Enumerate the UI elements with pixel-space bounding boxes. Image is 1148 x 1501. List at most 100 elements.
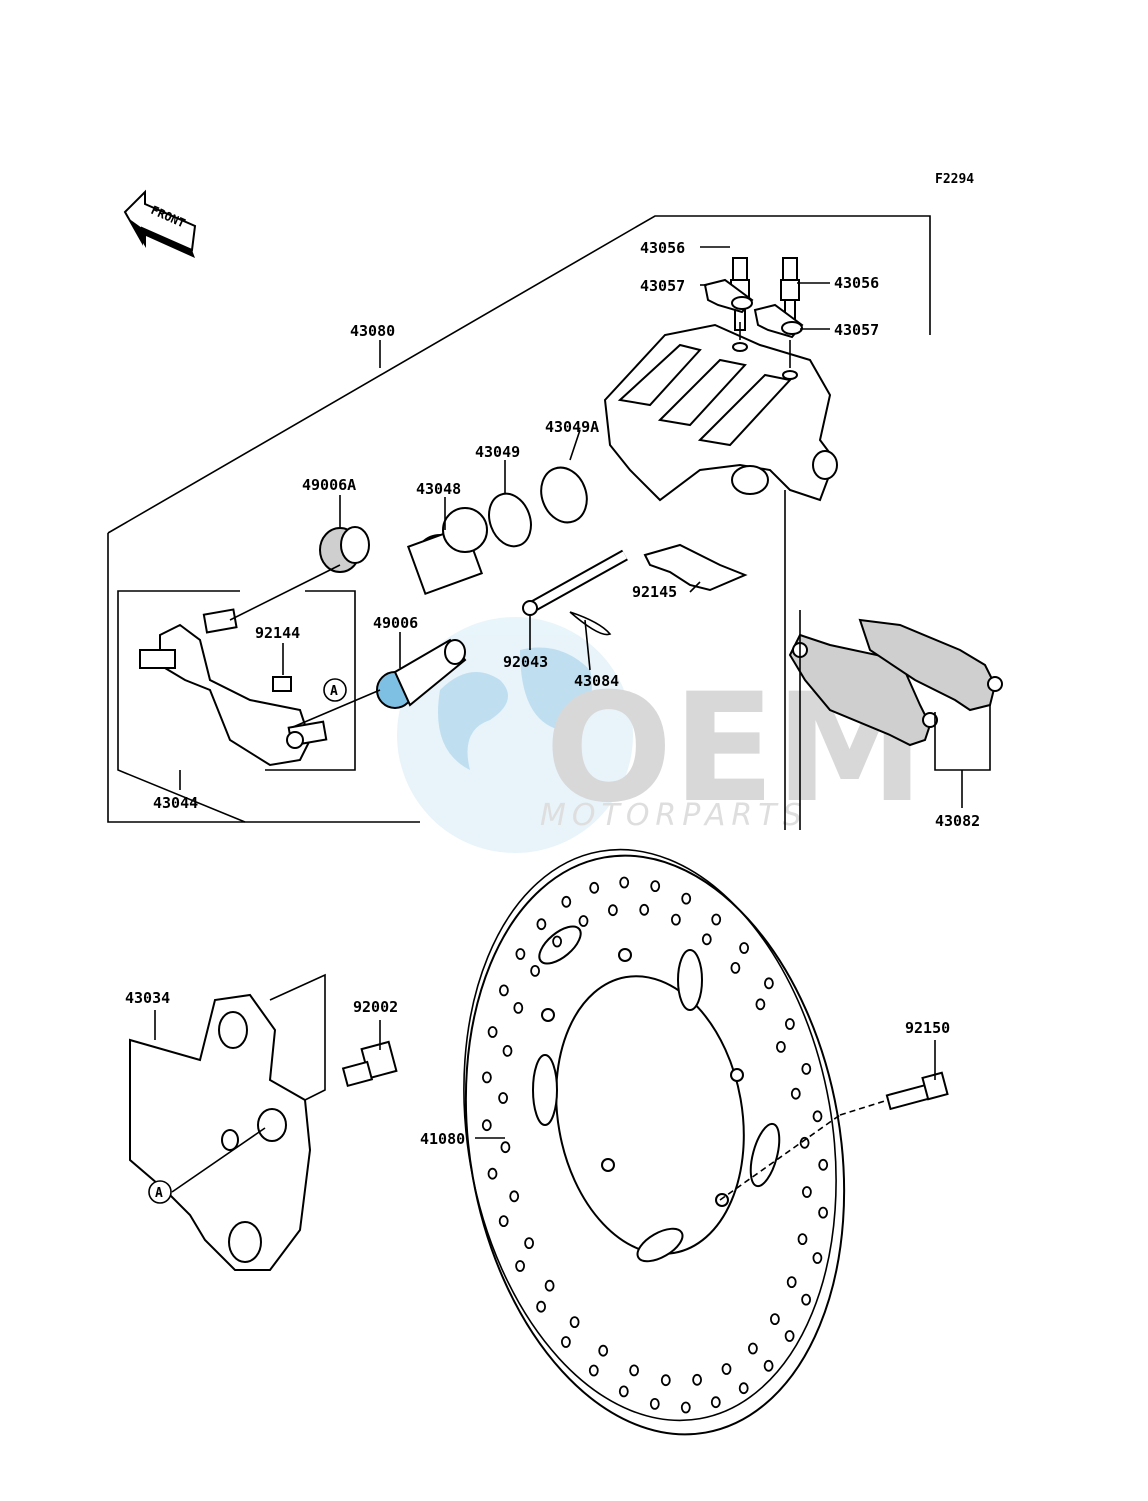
disc-vent-hole [692, 1373, 702, 1386]
label-92150: 92150 [905, 1019, 950, 1037]
ref-marker-a-top: A [323, 678, 347, 702]
disc-vent-hole [500, 1141, 511, 1154]
disc-vent-hole [481, 1071, 492, 1084]
front-arrow-icon: FRONT [123, 189, 197, 258]
disc-vent-hole [681, 892, 692, 905]
disc-vent-hole [660, 1374, 671, 1387]
label-43080: 43080 [350, 322, 395, 340]
label-92002: 92002 [353, 998, 398, 1016]
disc-vent-hole [739, 942, 749, 954]
label-92043: 92043 [503, 653, 548, 671]
boot-49006 [376, 638, 467, 709]
disc-vent-hole [524, 1237, 534, 1249]
disc-vent-hole [498, 1092, 509, 1104]
part-labels: 43056 43057 43056 43057 43080 43049A 430… [125, 239, 980, 1148]
label-43057-left: 43057 [640, 277, 685, 295]
spring-92145 [643, 543, 748, 592]
clip-43084 [569, 611, 612, 636]
bolt-92002 [341, 1040, 398, 1088]
disc-vent-hole [552, 935, 562, 948]
disc-vent-hole [513, 1002, 524, 1014]
disc-vent-hole [588, 1364, 599, 1377]
disc-vent-hole [498, 984, 509, 997]
disc-vent-hole [578, 915, 589, 927]
disc-vent-hole [738, 1382, 749, 1395]
disc-vent-hole [755, 998, 766, 1011]
label-92144: 92144 [255, 624, 300, 642]
label-43048: 43048 [416, 480, 461, 498]
disc-vent-hole [786, 1276, 797, 1288]
label-43056-right: 43056 [834, 274, 879, 292]
pin-92043 [522, 549, 628, 616]
disc-vent-hole [818, 1206, 828, 1219]
disc-vent-hole [763, 1359, 774, 1372]
disc-vent-hole [619, 876, 630, 889]
caliper-bracket [139, 608, 328, 767]
disc-vent-hole [536, 1300, 546, 1313]
seal-43049 [488, 492, 532, 548]
disc-vent-hole [502, 1045, 513, 1057]
disc-vent-hole [710, 1396, 721, 1409]
ref-marker-a-bottom: A [148, 1180, 172, 1204]
bolt-92150 [885, 1071, 949, 1111]
disc-vent-hole [784, 1330, 795, 1342]
disc-vent-hole [748, 1342, 758, 1355]
label-43044: 43044 [153, 794, 198, 812]
disc-vent-hole [797, 1233, 808, 1245]
disc-vent-hole [509, 1190, 520, 1203]
svg-text:A: A [330, 684, 338, 699]
disc-vent-hole [650, 880, 661, 892]
disc-vent-hole [711, 913, 722, 926]
disc-vent-hole [618, 1385, 629, 1398]
caliper-body [603, 323, 838, 502]
disc-vent-hole [776, 1041, 786, 1053]
caliper-mount-bracket [129, 993, 312, 1271]
disc-vent-hole [818, 1158, 829, 1171]
disc-vent-hole [812, 1252, 823, 1264]
label-43034: 43034 [125, 989, 170, 1007]
disc-vent-hole [770, 1313, 780, 1325]
disc-vent-hole [801, 1063, 812, 1075]
cap-right [753, 303, 804, 339]
disc-vent-hole [812, 1110, 823, 1123]
disc-vent-hole [671, 913, 681, 926]
seal-43049A [540, 466, 588, 524]
figure-code: F2294 [935, 172, 974, 187]
disc-vent-hole [487, 1167, 498, 1180]
disc-vent-hole [629, 1364, 639, 1377]
disc-vent-hole [649, 1398, 660, 1410]
boot-49006A [319, 526, 370, 573]
disc-vent-hole [790, 1087, 801, 1100]
label-49006A: 49006A [302, 476, 356, 494]
watermark-sub: MOTORPARTS [540, 798, 808, 833]
label-43084: 43084 [574, 672, 619, 690]
svg-text:A: A [155, 1186, 163, 1201]
disc-vent-hole [639, 903, 650, 916]
disc-vent-hole [544, 1279, 555, 1292]
brake-disc [463, 848, 846, 1436]
disc-vent-hole [569, 1316, 580, 1328]
leader-lines [154, 246, 991, 1201]
disc-vent-hole [802, 1186, 812, 1198]
label-43056-left: 43056 [640, 239, 685, 257]
disc-vent-hole [721, 1363, 732, 1375]
disc-vent-hole [764, 977, 774, 990]
disc-vent-hole [498, 1215, 509, 1227]
disc-vent-hole [561, 1336, 571, 1348]
sleeve-92144 [272, 676, 292, 692]
disc-vent-hole [785, 1018, 795, 1030]
disc-vent-hole [487, 1026, 498, 1038]
disc-vent-hole [481, 1119, 492, 1132]
disc-vent-hole [515, 948, 526, 960]
label-43082: 43082 [935, 812, 980, 830]
disc-vent-hole [680, 1401, 691, 1414]
disc-vent-hole [536, 918, 547, 931]
label-43057-right: 43057 [834, 321, 879, 339]
caliper-frame [107, 215, 931, 534]
label-41080: 41080 [420, 1130, 465, 1148]
label-43049A: 43049A [545, 418, 599, 436]
disc-vent-hole [701, 933, 712, 946]
cap-left [703, 278, 754, 314]
disc-vent-hole [515, 1260, 525, 1272]
